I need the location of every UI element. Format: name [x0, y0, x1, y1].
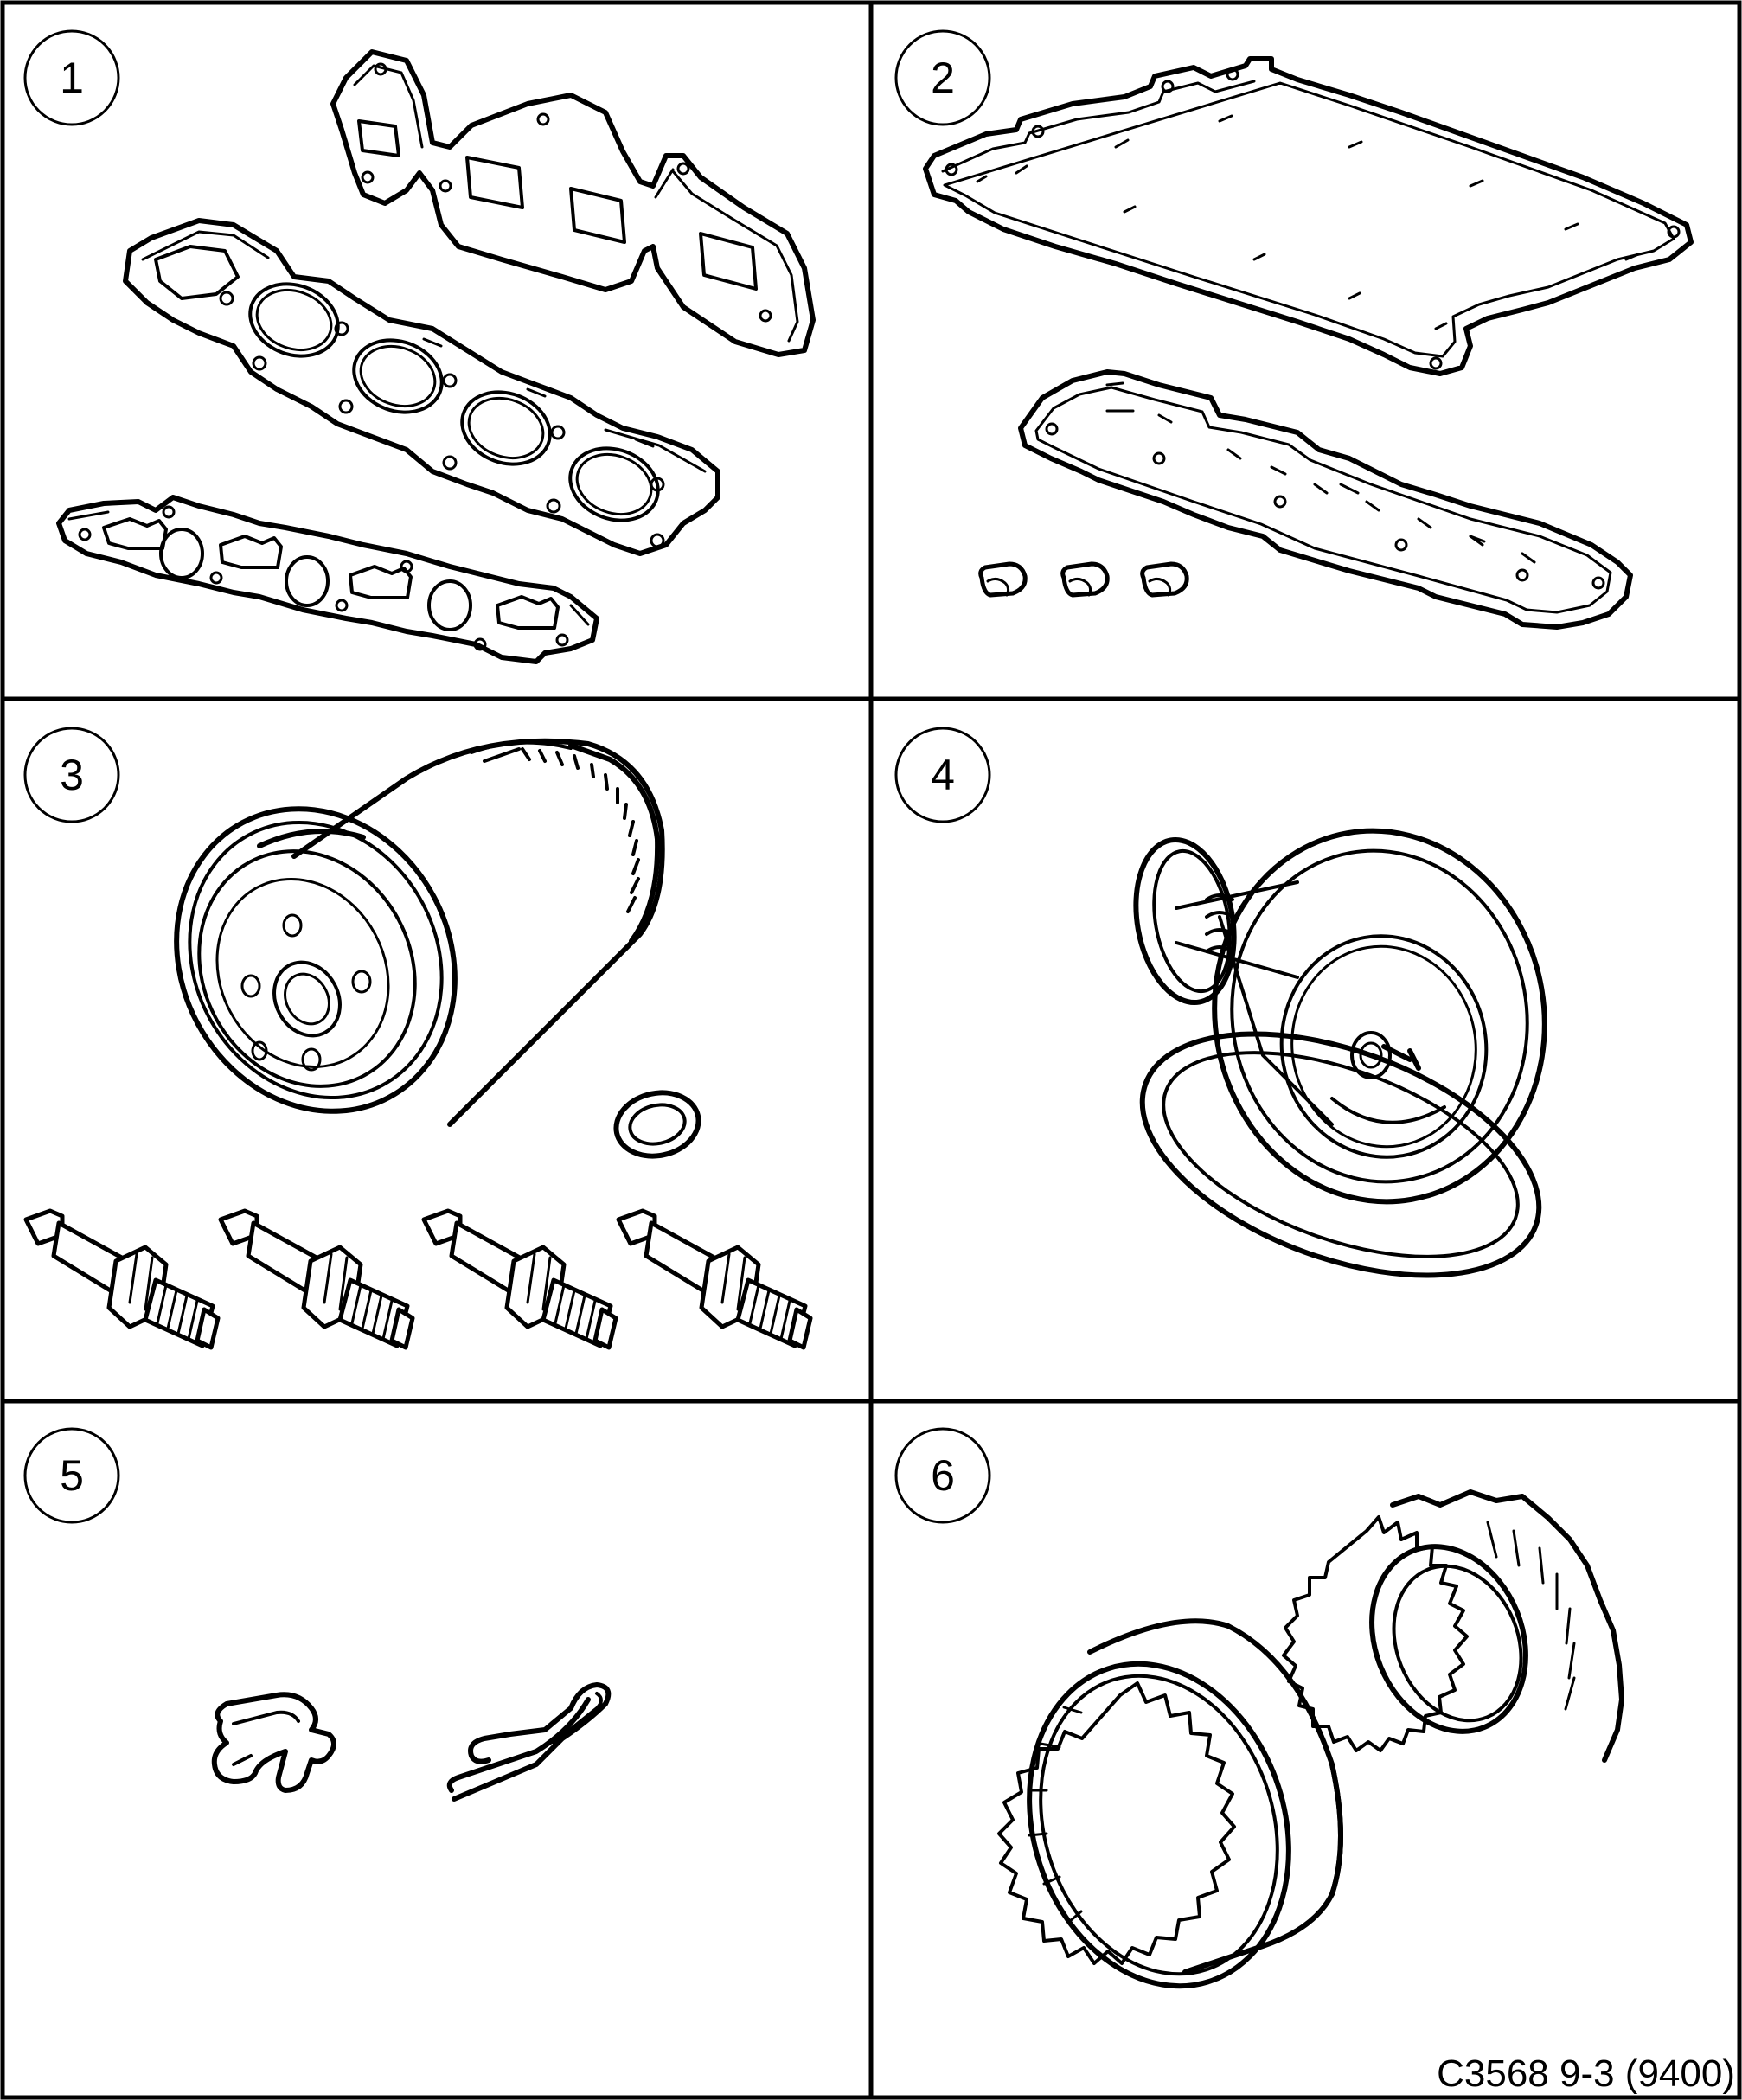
oil-pan-gasket	[923, 56, 1694, 376]
spark-plug	[618, 1211, 810, 1348]
panel-5-number-label: 5	[60, 1451, 84, 1500]
spark-plug	[424, 1211, 616, 1348]
panel-1-number: 1	[23, 29, 120, 126]
thermostat	[1133, 828, 1547, 1278]
panel-2-number: 2	[894, 29, 991, 126]
retaining-clip	[211, 1692, 336, 1793]
spring-clip	[446, 1682, 612, 1802]
reference-number: C3568 9-3 (9400)	[1437, 2052, 1735, 2095]
panel-5-number: 5	[23, 1427, 120, 1524]
panel-4-number-label: 4	[931, 751, 955, 799]
rocker-cover-gasket	[1018, 369, 1633, 630]
oil-pump-inner-gear	[1282, 1489, 1624, 1763]
panel-6-number-label: 6	[931, 1451, 955, 1500]
sealing-washer	[613, 1090, 701, 1159]
intake-manifold-gasket	[56, 495, 599, 664]
cylinder-head-gasket	[123, 218, 720, 556]
oil-pump-outer-gear	[997, 1618, 1343, 1989]
seal-plug	[978, 561, 1028, 598]
panel-6-number: 6	[894, 1427, 991, 1524]
panel-3-number-label: 3	[60, 751, 84, 799]
panel-1-number-label: 1	[60, 54, 84, 102]
seal-plug	[1140, 561, 1189, 598]
spark-plug	[221, 1211, 413, 1348]
seal-plugs	[978, 561, 1189, 598]
seal-plug	[1060, 561, 1110, 598]
panel-4-number: 4	[894, 727, 991, 823]
panel-2-number-label: 2	[931, 54, 955, 102]
oil-filter	[174, 738, 665, 1127]
exhaust-manifold-gasket	[330, 49, 816, 357]
spark-plug	[26, 1211, 218, 1348]
spark-plugs	[26, 1211, 810, 1348]
panel-3-number: 3	[23, 727, 120, 823]
